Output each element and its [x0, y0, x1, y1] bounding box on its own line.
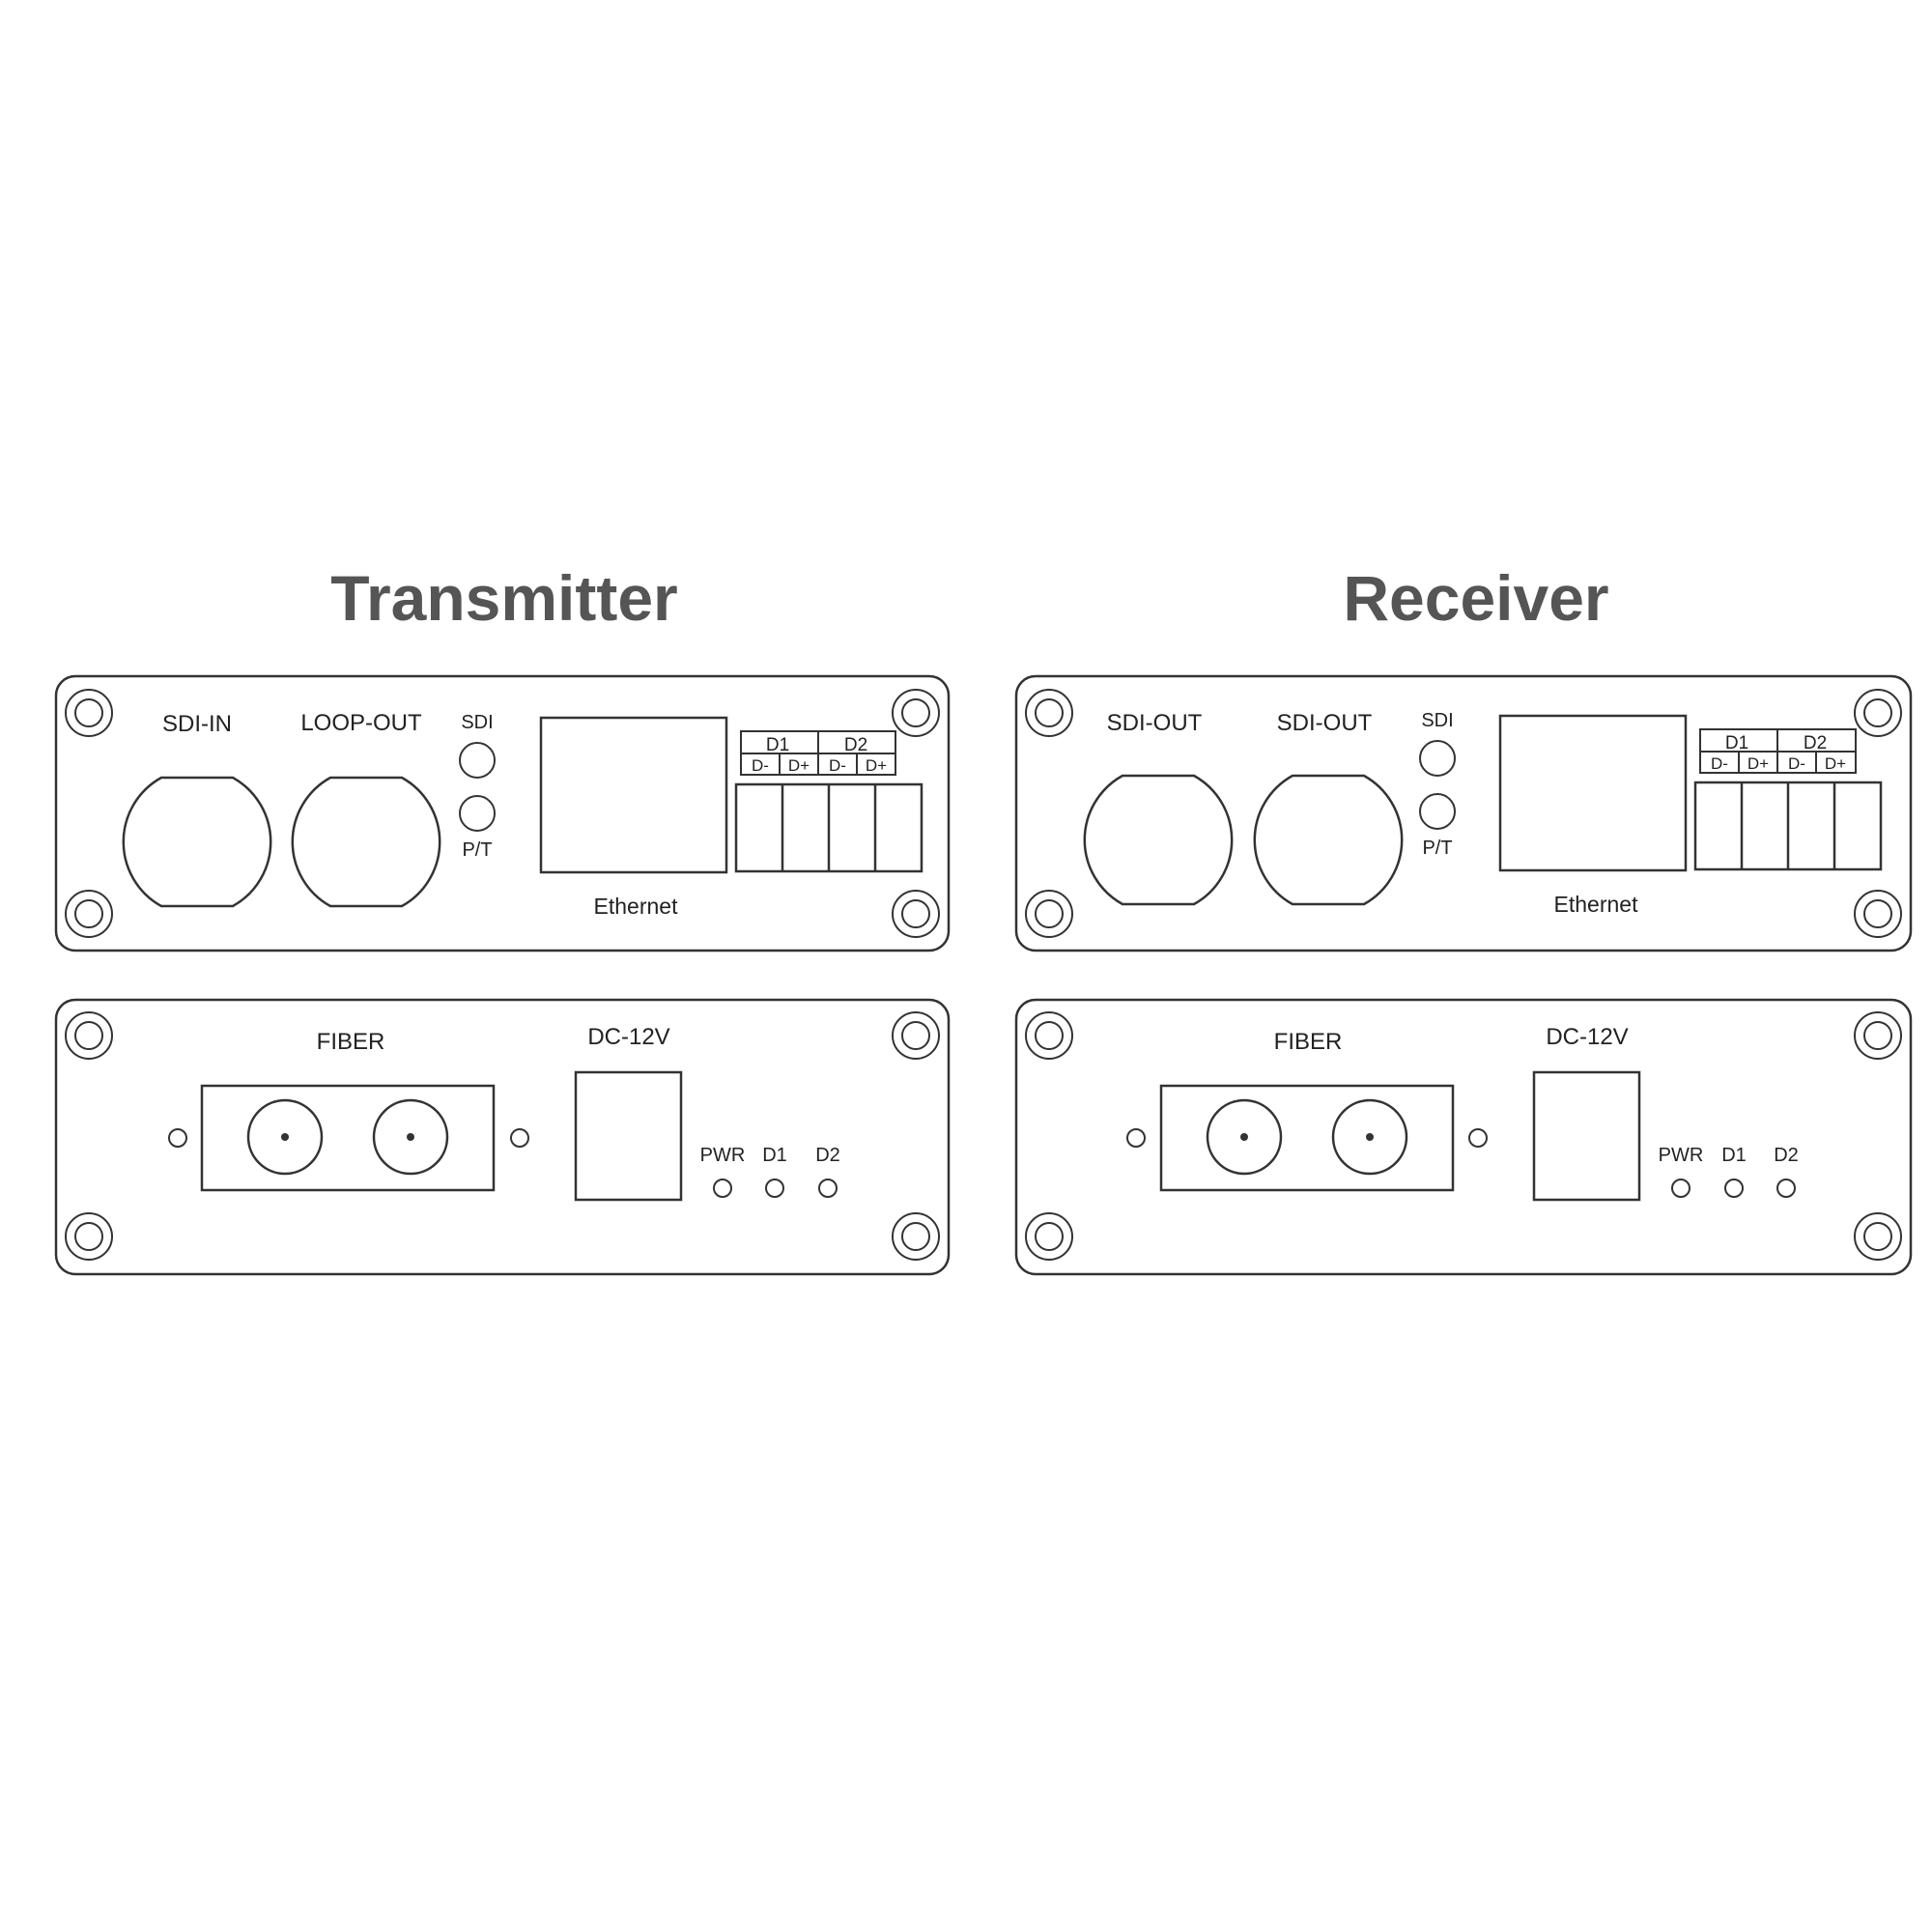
screw-icon: [892, 689, 940, 737]
led-pt-indicator: [1419, 793, 1456, 830]
terminal-block: D1 D2 D- D+ D- D+: [734, 730, 923, 873]
ethernet-port[interactable]: [539, 716, 728, 874]
terminal-group-d2: D2: [1804, 733, 1827, 753]
fiber-module: [1159, 1084, 1455, 1192]
screw-icon: [1025, 689, 1073, 737]
dc-power-jack[interactable]: [574, 1070, 683, 1202]
fiber-label: FIBER: [317, 1029, 385, 1055]
screw-icon: [1025, 890, 1073, 938]
bnc-connector-right[interactable]: [291, 776, 441, 908]
terminal-pin-label: D-: [829, 756, 846, 775]
dc-power-jack[interactable]: [1532, 1070, 1641, 1202]
bnc-left-label: SDI-OUT: [1107, 710, 1203, 736]
front-panel-outline: [1014, 674, 1913, 952]
screw-icon: [892, 890, 940, 938]
receiver-title: Receiver: [1343, 562, 1608, 634]
status-led-indicator: [818, 1179, 838, 1198]
led-sdi-indicator: [459, 742, 496, 779]
ethernet-label: Ethernet: [594, 894, 679, 919]
screw-icon: [1025, 1212, 1073, 1261]
status-led-label: PWR: [1659, 1145, 1704, 1166]
receiver-rear-panel: FIBER DC-12V PWR D1 D2: [1014, 998, 1913, 1276]
terminal-pin-label: D-: [752, 756, 769, 775]
terminal-group-d2: D2: [844, 735, 867, 755]
bnc-left-label: SDI-IN: [162, 711, 232, 737]
screw-icon: [1854, 890, 1902, 938]
fiber-mount-hole: [168, 1128, 187, 1148]
terminal-pin-label: D+: [788, 756, 810, 775]
screw-icon: [65, 689, 113, 737]
led-pt-label: P/T: [1422, 838, 1452, 859]
transmitter-front-panel: SDI-IN LOOP-OUT SDI P/T Ethernet D1 D2 D…: [54, 674, 951, 952]
bnc-connector-right[interactable]: [1253, 774, 1404, 906]
terminal-pin-label: D-: [1711, 754, 1728, 773]
power-label: DC-12V: [1546, 1024, 1628, 1050]
receiver-front-panel: SDI-OUT SDI-OUT SDI P/T Ethernet D1 D2 D…: [1014, 674, 1913, 952]
status-led-indicator: [1776, 1179, 1796, 1198]
bnc-right-label: SDI-OUT: [1277, 710, 1373, 736]
front-panel-outline: [54, 674, 951, 952]
status-led-label: D2: [815, 1145, 840, 1166]
ethernet-port[interactable]: [1498, 714, 1688, 872]
terminal-pin-label: D-: [1788, 754, 1805, 773]
receiver-unit: Receiver SDI-OUT SDI-OUT SDI P/T Etherne…: [1014, 562, 1913, 1276]
status-led-indicator: [765, 1179, 784, 1198]
fiber-module: [200, 1084, 496, 1192]
rear-panel-outline: [1014, 998, 1913, 1276]
screw-icon: [1025, 1011, 1073, 1060]
fiber-label: FIBER: [1274, 1029, 1343, 1055]
status-led-indicator: [1671, 1179, 1690, 1198]
led-sdi-label: SDI: [1421, 710, 1453, 731]
status-led-label: D1: [762, 1145, 787, 1166]
led-pt-label: P/T: [462, 839, 492, 861]
status-led-label: D2: [1774, 1145, 1799, 1166]
screw-icon: [1854, 689, 1902, 737]
fiber-port-icon[interactable]: [372, 1098, 449, 1176]
screw-icon: [65, 1011, 113, 1060]
bnc-connector-left[interactable]: [122, 776, 272, 908]
led-sdi-indicator: [1419, 740, 1456, 777]
terminal-group-d1: D1: [766, 735, 789, 755]
terminal-pin-label: D+: [1825, 754, 1846, 773]
screw-icon: [1854, 1011, 1902, 1060]
screw-icon: [1854, 1212, 1902, 1261]
transmitter-title: Transmitter: [330, 562, 677, 634]
rear-panel-outline: [54, 998, 951, 1276]
led-sdi-label: SDI: [461, 712, 493, 733]
status-led-indicator: [713, 1179, 732, 1198]
bnc-right-label: LOOP-OUT: [300, 710, 422, 736]
transmitter-rear-panel: FIBER DC-12V PWR D1 D2: [54, 998, 951, 1276]
fiber-mount-hole: [1126, 1128, 1146, 1148]
screw-icon: [892, 1212, 940, 1261]
terminal-pin-label: D+: [866, 756, 887, 775]
fiber-port-icon[interactable]: [246, 1098, 324, 1176]
screw-icon: [65, 890, 113, 938]
fiber-mount-hole: [1468, 1128, 1488, 1148]
status-led-label: PWR: [700, 1145, 746, 1166]
fiber-port-icon[interactable]: [1331, 1098, 1408, 1176]
terminal-pin-label: D+: [1747, 754, 1769, 773]
terminal-block: D1 D2 D- D+ D- D+: [1693, 728, 1883, 871]
fiber-port-icon[interactable]: [1206, 1098, 1283, 1176]
bnc-connector-left[interactable]: [1083, 774, 1234, 906]
status-led-indicator: [1724, 1179, 1744, 1198]
screw-icon: [892, 1011, 940, 1060]
ethernet-label: Ethernet: [1554, 892, 1639, 917]
terminal-group-d1: D1: [1725, 733, 1748, 753]
led-pt-indicator: [459, 795, 496, 832]
status-led-label: D1: [1721, 1145, 1747, 1166]
fiber-mount-hole: [510, 1128, 529, 1148]
screw-icon: [65, 1212, 113, 1261]
power-label: DC-12V: [587, 1024, 669, 1050]
transmitter-unit: Transmitter SDI-IN LOOP-OUT SDI P/T Ethe…: [54, 562, 951, 1276]
